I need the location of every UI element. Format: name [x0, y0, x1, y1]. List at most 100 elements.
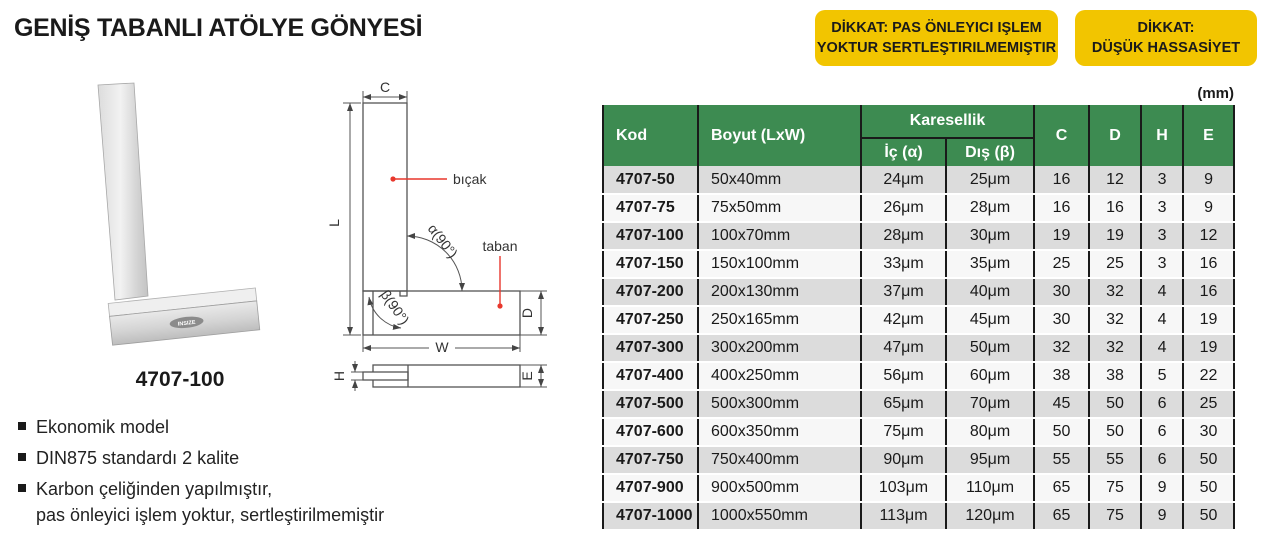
cell-kod: 4707-900 [603, 474, 699, 503]
cell-h: 3 [1141, 194, 1185, 223]
cell-dis: 50μm [946, 334, 1036, 363]
cell-dis: 25μm [946, 166, 1036, 195]
cell-ic: 42μm [861, 306, 947, 335]
cell-ic: 47μm [861, 334, 947, 363]
cell-dis: 95μm [946, 446, 1036, 475]
col-header-h: H [1141, 105, 1185, 166]
cell-kod: 4707-600 [603, 418, 699, 447]
cell-boyut: 200x130mm [698, 278, 862, 307]
cell-boyut: 250x165mm [698, 306, 862, 335]
cell-boyut: 400x250mm [698, 362, 862, 391]
col-header-ic: İç (α) [861, 138, 947, 166]
cell-h: 4 [1141, 306, 1185, 335]
dim-label-e: E [519, 371, 535, 380]
cell-ic: 113μm [861, 502, 947, 531]
cell-c: 25 [1034, 250, 1091, 279]
cell-c: 16 [1034, 166, 1091, 195]
base-label: taban [482, 238, 517, 254]
dim-label-w: W [435, 339, 449, 355]
cell-e: 50 [1183, 502, 1236, 531]
cell-kod: 4707-50 [603, 166, 699, 195]
cell-e: 25 [1183, 390, 1236, 419]
cell-h: 6 [1141, 390, 1185, 419]
feature-item: Ekonomik model [16, 414, 384, 440]
cell-ic: 33μm [861, 250, 947, 279]
cell-kod: 4707-250 [603, 306, 699, 335]
cell-e: 9 [1183, 194, 1236, 223]
cell-e: 16 [1183, 278, 1236, 307]
cell-ic: 90μm [861, 446, 947, 475]
cell-kod: 4707-750 [603, 446, 699, 475]
col-header-d: D [1089, 105, 1143, 166]
cell-c: 30 [1034, 278, 1091, 307]
warning-badge-rust: DİKKAT: PAS ÖNLEYICI IŞLEM YOKTUR SERTLE… [815, 10, 1058, 66]
cell-boyut: 300x200mm [698, 334, 862, 363]
cell-d: 32 [1089, 278, 1143, 307]
cell-boyut: 1000x550mm [698, 502, 862, 531]
cell-c: 50 [1034, 418, 1091, 447]
cell-c: 55 [1034, 446, 1091, 475]
warning-text-line: YOKTUR SERTLEŞTIRILMEMIŞTIR [816, 40, 1057, 56]
blade-side-outline [362, 371, 409, 381]
cell-c: 30 [1034, 306, 1091, 335]
cell-c: 65 [1034, 502, 1091, 531]
cell-ic: 75μm [861, 418, 947, 447]
cell-e: 19 [1183, 306, 1236, 335]
cell-d: 32 [1089, 334, 1143, 363]
cell-d: 19 [1089, 222, 1143, 251]
cell-kod: 4707-100 [603, 222, 699, 251]
cell-e: 16 [1183, 250, 1236, 279]
feature-item: Karbon çeliğinden yapılmıştır,pas önleyi… [16, 476, 384, 528]
cell-e: 22 [1183, 362, 1236, 391]
cell-boyut: 100x70mm [698, 222, 862, 251]
col-header-e: E [1183, 105, 1236, 166]
cell-kod: 4707-500 [603, 390, 699, 419]
bullet-square-icon [18, 453, 26, 462]
cell-dis: 60μm [946, 362, 1036, 391]
warning-text-line: DİKKAT: [1137, 19, 1195, 36]
cell-h: 9 [1141, 502, 1185, 531]
cell-dis: 28μm [946, 194, 1036, 223]
cell-e: 12 [1183, 222, 1236, 251]
cell-d: 55 [1089, 446, 1143, 475]
feature-text: Karbon çeliğinden yapılmıştır,pas önleyi… [36, 479, 385, 526]
cell-kod: 4707-300 [603, 334, 699, 363]
cell-d: 75 [1089, 502, 1143, 531]
cell-h: 6 [1141, 446, 1185, 475]
dim-label-h: H [331, 371, 347, 381]
col-header-karesellik: Karesellik [861, 105, 1036, 139]
page-title: GENİŞ TABANLI ATÖLYE GÖNYESİ [14, 14, 423, 42]
cell-ic: 28μm [861, 222, 947, 251]
cell-h: 3 [1141, 222, 1185, 251]
cell-boyut: 900x500mm [698, 474, 862, 503]
feature-text: Ekonomik model [36, 417, 170, 437]
cell-ic: 24μm [861, 166, 947, 195]
cell-boyut: 750x400mm [698, 446, 862, 475]
warning-text-line: DÜŞÜK HASSASİYET [1091, 40, 1241, 56]
blade-shape [97, 82, 149, 301]
cell-dis: 110μm [946, 474, 1036, 503]
base-outline [362, 290, 521, 336]
cell-dis: 70μm [946, 390, 1036, 419]
cell-kod: 4707-150 [603, 250, 699, 279]
cell-dis: 30μm [946, 222, 1036, 251]
cell-d: 16 [1089, 194, 1143, 223]
cell-ic: 103μm [861, 474, 947, 503]
cell-h: 9 [1141, 474, 1185, 503]
bullet-square-icon [18, 422, 26, 430]
cell-h: 3 [1141, 250, 1185, 279]
cell-c: 45 [1034, 390, 1091, 419]
dim-label-c: C [380, 79, 390, 95]
cell-d: 38 [1089, 362, 1143, 391]
cell-e: 30 [1183, 418, 1236, 447]
cell-kod: 4707-1000 [603, 502, 699, 531]
cell-d: 50 [1089, 418, 1143, 447]
col-header-kod: Kod [603, 105, 699, 166]
cell-kod: 4707-200 [603, 278, 699, 307]
